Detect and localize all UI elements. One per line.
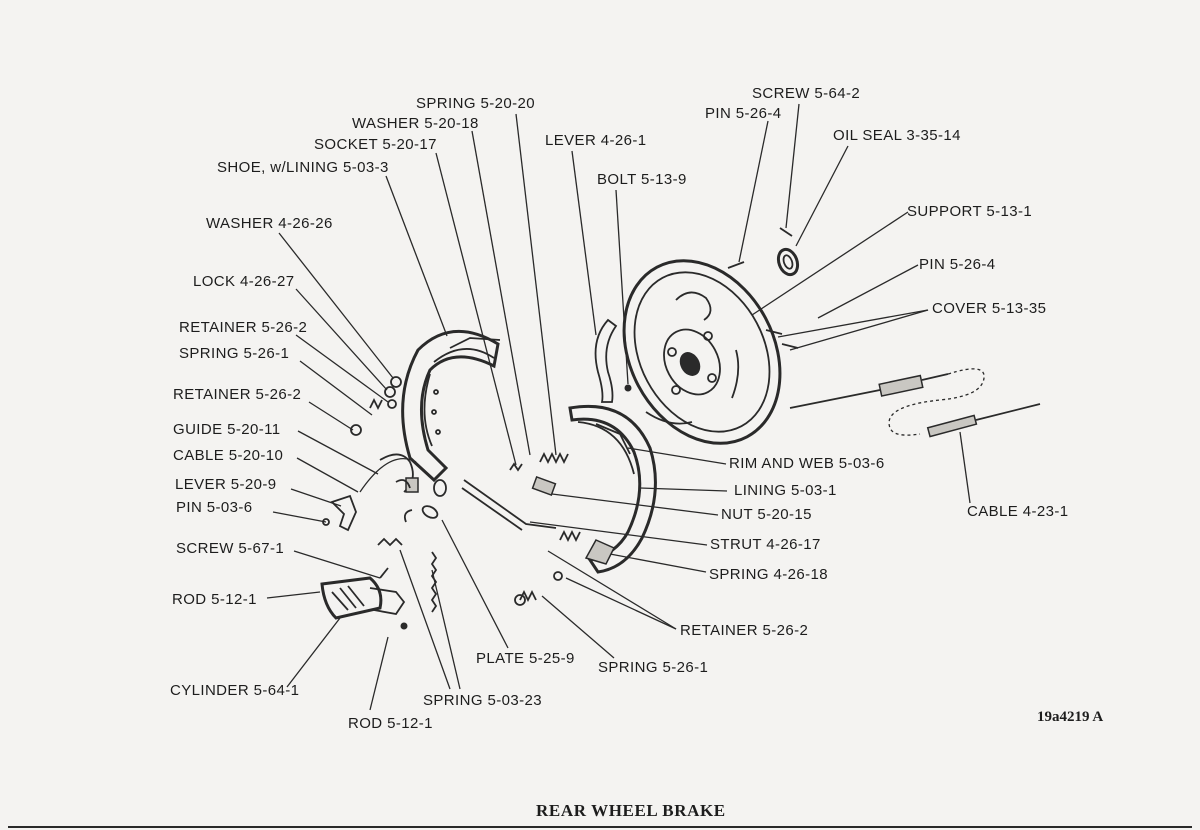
label-rim-and-web: RIM AND WEB 5-03-6	[729, 455, 885, 472]
label-screw-5-67-1: SCREW 5-67-1	[176, 540, 285, 557]
brake-shoe-rear	[568, 404, 657, 574]
label-pin-5-26-4-top: PIN 5-26-4	[705, 105, 782, 122]
label-lever-5-20-9: LEVER 5-20-9	[175, 476, 277, 493]
label-guide-5-20-11: GUIDE 5-20-11	[173, 421, 281, 438]
label-rod-5-12-1-bottom: ROD 5-12-1	[348, 715, 433, 732]
adjuster-assembly	[379, 453, 557, 531]
label-screw-5-64-2: SCREW 5-64-2	[752, 85, 861, 102]
label-spring-5-26-1-b: SPRING 5-26-1	[598, 659, 709, 676]
label-retainer-5-26-2-b: RETAINER 5-26-2	[173, 386, 302, 403]
diagram-title: REAR WHEEL BRAKE	[536, 801, 726, 820]
label-retainer-5-26-2-a: RETAINER 5-26-2	[179, 319, 308, 336]
label-cylinder-5-64-1: CYLINDER 5-64-1	[170, 682, 300, 699]
parking-cable-part	[789, 368, 1041, 438]
parking-lever-part	[594, 318, 618, 403]
label-lock-4-26-27: LOCK 4-26-27	[193, 273, 295, 290]
label-lever-4-26-1: LEVER 4-26-1	[545, 132, 647, 149]
label-plate-5-25-9: PLATE 5-25-9	[476, 650, 575, 667]
label-shoe-w-lining: SHOE, w/LINING 5-03-3	[217, 159, 389, 176]
label-pin-5-26-4-right: PIN 5-26-4	[919, 256, 996, 273]
leader-lines	[266, 103, 971, 711]
bottom-rule	[8, 826, 1192, 828]
label-cable-4-23-1: CABLE 4-23-1	[967, 503, 1069, 520]
label-spring-5-20-20: SPRING 5-20-20	[416, 95, 535, 112]
figure-id: 19a4219 A	[1037, 709, 1104, 725]
label-washer-5-20-18: WASHER 5-20-18	[352, 115, 479, 132]
label-spring-5-03-23: SPRING 5-03-23	[423, 692, 542, 709]
label-cover-5-13-35: COVER 5-13-35	[932, 300, 1047, 317]
label-strut-4-26-17: STRUT 4-26-17	[710, 536, 821, 553]
label-pin-5-03-6: PIN 5-03-6	[176, 499, 253, 516]
label-support-5-13-1: SUPPORT 5-13-1	[907, 203, 1033, 220]
wheel-cylinder-part	[320, 567, 408, 630]
oil-seal-part	[776, 227, 800, 277]
brake-shoe-front	[401, 330, 501, 483]
support-backing-plate	[622, 259, 782, 445]
label-rod-5-12-1-left: ROD 5-12-1	[172, 591, 257, 608]
small-pins	[727, 261, 799, 349]
adjusting-lever-guide	[322, 457, 417, 532]
label-oil-seal: OIL SEAL 3-35-14	[833, 127, 961, 144]
label-retainer-5-26-2-c: RETAINER 5-26-2	[680, 622, 809, 639]
label-nut-5-20-15: NUT 5-20-15	[721, 506, 812, 523]
label-cable-5-20-10: CABLE 5-20-10	[173, 447, 284, 464]
label-socket-5-20-17: SOCKET 5-20-17	[314, 136, 437, 153]
label-lining-5-03-1: LINING 5-03-1	[734, 482, 837, 499]
retainers-washers	[350, 376, 563, 606]
label-spring-4-26-18: SPRING 4-26-18	[709, 566, 828, 583]
label-spring-5-26-1-a: SPRING 5-26-1	[179, 345, 290, 362]
label-bolt-5-13-9: BOLT 5-13-9	[597, 171, 687, 188]
label-washer-4-26-26: WASHER 4-26-26	[206, 215, 333, 232]
springs	[369, 397, 581, 613]
